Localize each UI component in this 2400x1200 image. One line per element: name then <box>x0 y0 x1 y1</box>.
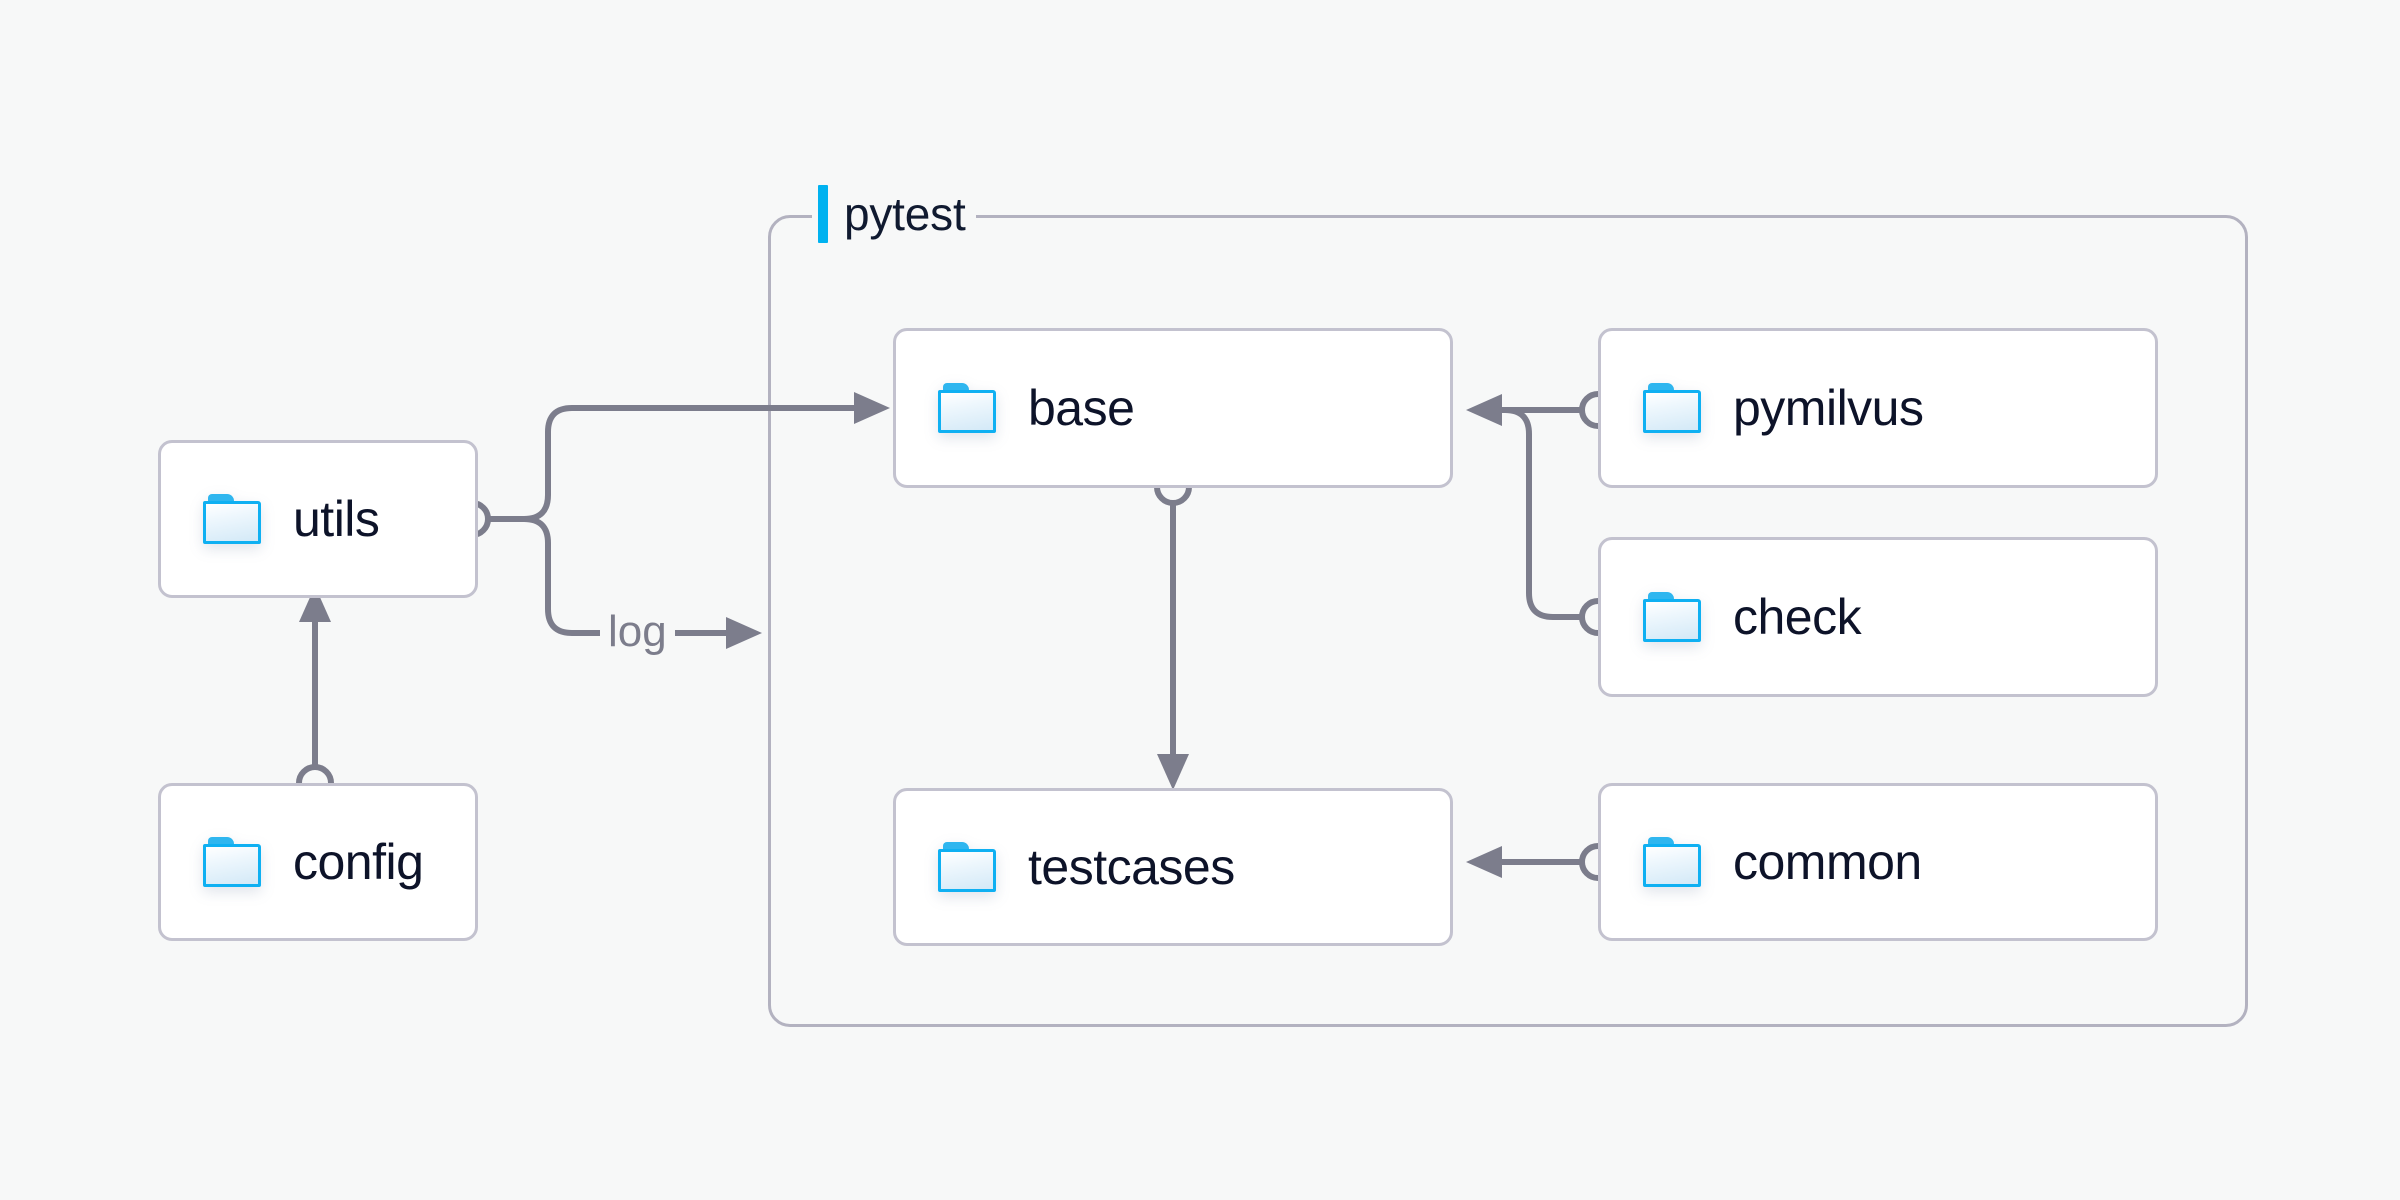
accent-bar-icon <box>818 185 828 243</box>
node-common[interactable]: common <box>1598 783 2158 941</box>
node-common-label: common <box>1733 834 1922 890</box>
folder-icon <box>1643 592 1701 642</box>
node-pymilvus[interactable]: pymilvus <box>1598 328 2158 488</box>
group-pytest-label: pytest <box>812 183 976 245</box>
folder-icon <box>1643 383 1701 433</box>
node-testcases[interactable]: testcases <box>893 788 1453 946</box>
group-pytest <box>768 215 2248 1027</box>
node-config-label: config <box>293 834 424 890</box>
group-title: pytest <box>844 188 966 240</box>
node-config[interactable]: config <box>158 783 478 941</box>
node-utils-label: utils <box>293 491 380 547</box>
node-base-label: base <box>1028 380 1135 436</box>
edge-config-to-utils <box>296 586 334 802</box>
node-testcases-label: testcases <box>1028 839 1235 895</box>
node-utils[interactable]: utils <box>158 440 478 598</box>
node-pymilvus-label: pymilvus <box>1733 380 1924 436</box>
node-base[interactable]: base <box>893 328 1453 488</box>
folder-icon <box>938 842 996 892</box>
folder-icon <box>203 494 261 544</box>
folder-icon <box>938 383 996 433</box>
folder-icon <box>203 837 261 887</box>
node-check[interactable]: check <box>1598 537 2158 697</box>
folder-icon <box>1643 837 1701 887</box>
edge-label-log: log <box>600 610 675 654</box>
node-check-label: check <box>1733 589 1862 645</box>
